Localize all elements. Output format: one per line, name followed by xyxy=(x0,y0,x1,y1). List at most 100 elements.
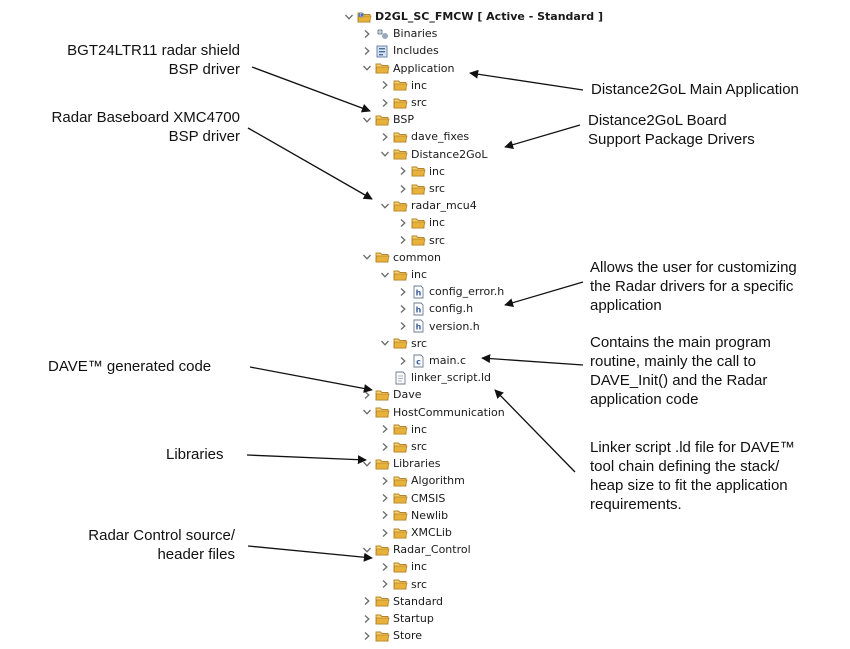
arrow-libraries-to-libraries xyxy=(246,454,367,465)
tree-item-label: CMSIS xyxy=(411,491,446,505)
folder-icon xyxy=(375,543,390,557)
note-line: application xyxy=(590,297,662,314)
chevron-right-icon[interactable] xyxy=(397,183,409,195)
header-file-icon: h xyxy=(411,302,426,316)
tree-item[interactable]: Startup xyxy=(361,610,434,627)
tree-item[interactable]: src xyxy=(379,94,427,111)
chevron-down-icon[interactable] xyxy=(361,544,373,556)
tree-item[interactable]: radar_mcu4 xyxy=(379,197,477,214)
chevron-right-icon[interactable] xyxy=(397,234,409,246)
tree-item[interactable]: Dave xyxy=(361,386,422,403)
tree-item-label: inc xyxy=(411,78,428,92)
chevron-down-icon[interactable] xyxy=(361,114,373,126)
tree-item[interactable]: Binaries xyxy=(361,25,437,42)
tree-item[interactable]: inc xyxy=(379,421,427,438)
chevron-right-icon[interactable] xyxy=(361,28,373,40)
chevron-right-icon[interactable] xyxy=(397,303,409,315)
arrow-linker-to-linker-script xyxy=(494,389,576,473)
chevron-right-icon[interactable] xyxy=(397,217,409,229)
tree-item[interactable]: CMSIS xyxy=(379,490,445,507)
tree-root-item[interactable]: C D2GL_SC_FMCW [ Active - Standard ] xyxy=(343,8,603,25)
tree-item[interactable]: dave_fixes xyxy=(379,128,469,145)
tree-item[interactable]: HostCommunication xyxy=(361,404,505,421)
chevron-right-icon[interactable] xyxy=(379,509,391,521)
tree-item[interactable]: linker_script.ld xyxy=(379,369,491,386)
chevron-right-icon[interactable] xyxy=(379,423,391,435)
note-line: Contains the main program xyxy=(590,334,771,351)
note-board-support-package: Distance2GoL Board Support Package Drive… xyxy=(588,111,755,149)
tree-item-label: common xyxy=(393,250,441,264)
tree-item-label: BSP xyxy=(393,113,414,127)
chevron-down-icon[interactable] xyxy=(379,200,391,212)
tree-item[interactable]: common xyxy=(361,249,441,266)
chevron-right-icon[interactable] xyxy=(361,613,373,625)
chevron-right-icon[interactable] xyxy=(379,441,391,453)
tree-item[interactable]: XMCLib xyxy=(379,524,452,541)
chevron-right-icon[interactable] xyxy=(379,475,391,487)
tree-item-label: config_error.h xyxy=(429,285,505,299)
tree-item-label: Includes xyxy=(393,44,439,58)
tree-item[interactable]: src xyxy=(397,180,445,197)
tree-item-label: D2GL_SC_FMCW [ Active - Standard ] xyxy=(375,10,603,23)
tree-item[interactable]: src xyxy=(379,335,427,352)
note-line: DAVE™ generated code xyxy=(48,358,212,375)
tree-item[interactable]: Store xyxy=(361,627,422,644)
tree-item-label: radar_mcu4 xyxy=(411,199,477,213)
tree-item[interactable]: Application xyxy=(361,60,454,77)
arrow-xmc4700-to-radar-mcu4 xyxy=(247,127,373,200)
tree-item[interactable]: Newlib xyxy=(379,507,448,524)
folder-icon xyxy=(393,491,408,505)
chevron-right-icon[interactable] xyxy=(397,355,409,367)
chevron-right-icon[interactable] xyxy=(397,286,409,298)
note-line: routine, mainly the call to xyxy=(590,353,756,370)
svg-text:C: C xyxy=(360,12,363,17)
tree-item[interactable]: Algorithm xyxy=(379,472,465,489)
chevron-right-icon[interactable] xyxy=(397,165,409,177)
folder-icon xyxy=(375,388,390,402)
chevron-down-icon[interactable] xyxy=(361,406,373,418)
note-line: requirements. xyxy=(590,496,682,513)
chevron-right-icon[interactable] xyxy=(379,578,391,590)
tree-item[interactable]: src xyxy=(379,576,427,593)
tree-item[interactable]: inc xyxy=(397,163,445,180)
tree-item[interactable]: inc xyxy=(379,77,427,94)
tree-item[interactable]: Radar_Control xyxy=(361,541,471,558)
note-line: Distance2GoL Board xyxy=(588,112,727,129)
note-linker-script: Linker script .ld file for DAVE™ tool ch… xyxy=(590,438,795,514)
tree-item[interactable]: src xyxy=(379,438,427,455)
chevron-right-icon[interactable] xyxy=(379,492,391,504)
chevron-right-icon[interactable] xyxy=(361,595,373,607)
chevron-right-icon[interactable] xyxy=(379,131,391,143)
tree-item-label: src xyxy=(429,233,446,247)
chevron-down-icon[interactable] xyxy=(361,62,373,74)
chevron-right-icon[interactable] xyxy=(361,630,373,642)
chevron-down-icon[interactable] xyxy=(361,251,373,263)
tree-item[interactable]: Standard xyxy=(361,593,443,610)
chevron-down-icon[interactable] xyxy=(379,148,391,160)
tree-item-label: src xyxy=(411,336,428,350)
chevron-right-icon[interactable] xyxy=(379,527,391,539)
tree-item[interactable]: BSP xyxy=(361,111,414,128)
chevron-right-icon[interactable] xyxy=(379,561,391,573)
tree-item[interactable]: Includes xyxy=(361,42,439,59)
tree-item[interactable]: Distance2GoL xyxy=(379,146,487,163)
chevron-right-icon[interactable] xyxy=(379,79,391,91)
tree-item[interactable]: inc xyxy=(379,266,427,283)
tree-item[interactable]: inc xyxy=(397,214,445,231)
tree-item-label: linker_script.ld xyxy=(411,371,492,385)
tree-item[interactable]: inc xyxy=(379,558,427,575)
tree-item-label: Algorithm xyxy=(411,474,465,488)
chevron-right-icon[interactable] xyxy=(379,97,391,109)
chevron-right-icon[interactable] xyxy=(361,45,373,57)
tree-item[interactable]: src xyxy=(397,232,445,249)
chevron-down-icon[interactable] xyxy=(379,269,391,281)
chevron-down-icon[interactable] xyxy=(343,11,355,23)
chevron-right-icon[interactable] xyxy=(397,320,409,332)
chevron-down-icon[interactable] xyxy=(379,337,391,349)
folder-icon xyxy=(393,422,408,436)
